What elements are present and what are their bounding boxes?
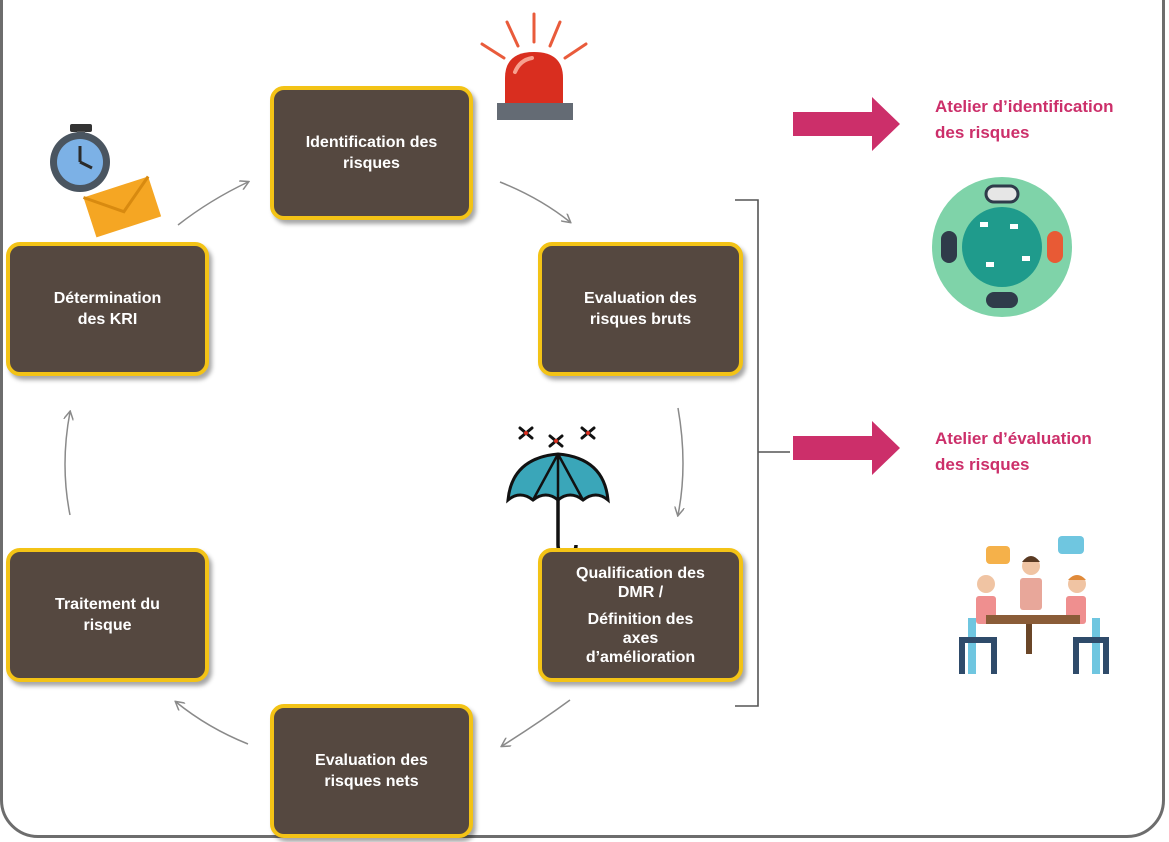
step-evaluation-bruts-line: Evaluation des [584,290,697,307]
step-qualification-line: d’amélioration [585,648,696,666]
step-kri-line: Détermination [53,290,162,307]
step-qualification-line: Qualification des [576,564,705,582]
step-qualification: Qualification des DMR / Définition des a… [538,548,743,682]
step-traitement-line: Traitement du [55,596,160,613]
pink-arrow-evaluation [793,421,900,475]
step-qualification-line: axes [622,629,659,647]
step-evaluation-bruts-line: risques bruts [589,311,692,328]
step-identification-line: Identification des [305,134,438,151]
workshop-evaluation-line: Atelier d’évaluation [935,429,1092,448]
workshop-identification-line: des risques [935,123,1030,142]
step-identification-line: risques [343,155,400,172]
workshop-identification-line: Atelier d’identification [935,97,1114,116]
step-traitement-line: risque [83,617,132,634]
arrow-qualification-to-nets [502,699,571,746]
arrow-bruts-to-qualification [678,407,683,515]
step-kri: Détermination des KRI [6,242,209,376]
step-traitement: Traitement du risque [6,548,209,682]
arrow-kri-to-identification [177,182,248,226]
workshop-identification-label: Atelier d’identification des risques [935,94,1169,146]
step-qualification-line: DMR / [617,583,664,601]
grouping-bracket [735,199,790,707]
step-evaluation-nets-line: risques nets [324,773,419,790]
arrow-nets-to-traitement [176,702,249,745]
step-evaluation-bruts: Evaluation des risques bruts [538,242,743,376]
step-identification: Identification des risques [270,86,473,220]
step-qualification-line: Définition des [587,610,694,628]
step-kri-line: des KRI [77,311,138,328]
arrow-identification-to-bruts [499,181,570,222]
workshop-evaluation-line: des risques [935,455,1030,474]
step-evaluation-nets: Evaluation des risques nets [270,704,473,838]
arrow-traitement-to-kri [65,412,70,516]
step-evaluation-nets-line: Evaluation des [315,752,428,769]
workshop-evaluation-label: Atelier d’évaluation des risques [935,426,1169,478]
pink-arrow-identification [793,97,900,151]
